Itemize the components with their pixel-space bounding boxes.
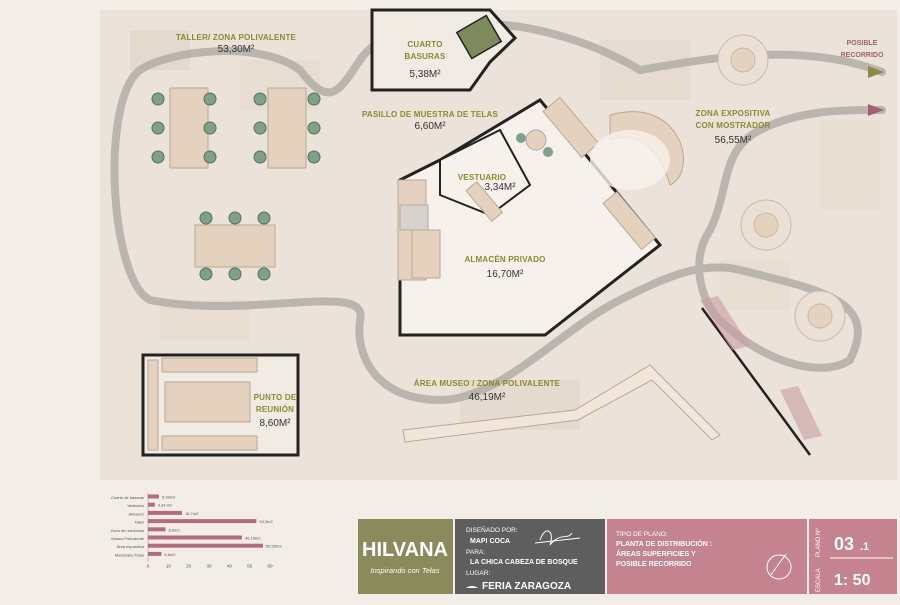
fabric-display-2 bbox=[780, 386, 822, 440]
room-area-almacen: 16,70M² bbox=[487, 269, 524, 280]
chart-tick-label: 40 bbox=[227, 564, 233, 569]
stool-seat-2 bbox=[543, 147, 553, 157]
plan-type-label: TIPO DE PLANO: bbox=[616, 531, 668, 538]
room-area-vestuario: 3,34M² bbox=[484, 182, 516, 193]
chart-bar bbox=[148, 551, 162, 556]
plan-type-line-3: POSIBLE RECORRIDO bbox=[616, 561, 692, 568]
title-block: HILVANA Inspirando con Telas DISEÑADO PO… bbox=[358, 519, 897, 594]
route-arrow-pink bbox=[868, 104, 884, 116]
chart-category-label: Taller bbox=[134, 520, 144, 525]
chart-data-label: 3,34 m2 bbox=[158, 503, 173, 508]
designed-by-label: DISEÑADO POR: bbox=[466, 525, 518, 534]
chart-data-label: 53,3m2 bbox=[259, 519, 273, 524]
storage-fixtures bbox=[397, 96, 657, 281]
room-label-taller: TALLER/ ZONA POLIVALENTE bbox=[176, 33, 297, 42]
museum-wall bbox=[402, 364, 721, 443]
for-label: PARA: bbox=[466, 549, 485, 556]
place-value: FERIA ZARAGOZA bbox=[482, 581, 571, 592]
chart-data-label: 46,19m2 bbox=[245, 536, 261, 541]
waste-bin bbox=[455, 14, 503, 60]
fabric-wall bbox=[700, 307, 812, 456]
chart-bar bbox=[148, 502, 155, 507]
plan-number-small: .1 bbox=[860, 541, 869, 553]
room-label-expositiva-1: ZONA EXPOSITIVA bbox=[695, 109, 770, 118]
for-value: LA CHICA CABEZA DE BOSQUE bbox=[470, 559, 578, 566]
room-label-basuras-2: BASURAS bbox=[405, 52, 446, 61]
room-area-museo: 46,19M² bbox=[469, 392, 506, 403]
plan-number-panel bbox=[809, 519, 897, 594]
north-arrow-pointer bbox=[769, 553, 787, 577]
chart-category-label: Muestrario Telas bbox=[115, 552, 144, 557]
room-label-vestuario: VESTUARIO bbox=[458, 173, 506, 182]
chart-data-label: 6,6m2 bbox=[164, 552, 176, 557]
chart-tick-label: 10 bbox=[166, 564, 172, 569]
chart-bar bbox=[148, 519, 257, 524]
plan-number-big: 03 bbox=[834, 534, 854, 554]
chart-category-label: Vestuario bbox=[127, 503, 144, 508]
scale-value: 1: 50 bbox=[834, 572, 871, 589]
room-area-expositiva: 56,55M² bbox=[715, 135, 752, 146]
room-label-basuras-1: CUARTO bbox=[407, 40, 442, 49]
logo-panel bbox=[358, 519, 453, 594]
chart-data-label: 8,6m2 bbox=[168, 527, 180, 532]
scale-label: ESCALA bbox=[816, 568, 822, 592]
workshop-chairs bbox=[151, 92, 321, 281]
designed-by-value: MAPI COCA bbox=[470, 538, 510, 545]
room-area-taller: 53,30M² bbox=[218, 44, 255, 55]
room-label-almacen: ALMACÉN PRIVADO bbox=[464, 255, 545, 264]
room-label-expositiva-2: CON MOSTRADOR bbox=[695, 121, 770, 130]
chart-bar bbox=[148, 494, 159, 499]
chart-bar bbox=[148, 535, 242, 540]
place-label: LUGAR: bbox=[466, 570, 490, 577]
chart-tick-label: 50 bbox=[247, 564, 253, 569]
changing-room bbox=[439, 128, 532, 217]
plan-type-line-1: PLANTA DE DISTRIBUCIÓN : bbox=[616, 539, 712, 548]
plan-type-line-2: ÁREAS SUPERFICIES Y bbox=[616, 549, 696, 558]
logo-text: HILVANA bbox=[362, 539, 448, 561]
meeting-furniture bbox=[147, 357, 258, 451]
author-panel bbox=[455, 519, 605, 594]
floor-texture bbox=[130, 30, 880, 430]
chart-category-label: Cuarto de basuras bbox=[111, 495, 144, 500]
room-labels: TALLER/ ZONA POLIVALENTE 53,30M² CUARTO … bbox=[176, 33, 884, 429]
counter-area bbox=[590, 130, 670, 190]
stool bbox=[525, 129, 547, 151]
room-area-basuras: 5,38M² bbox=[409, 69, 441, 80]
north-arrow-icon bbox=[766, 554, 792, 580]
chart-category-label: Museo Polivalente bbox=[111, 536, 144, 541]
display-pedestals bbox=[717, 34, 846, 342]
chart-bar bbox=[148, 543, 263, 548]
logo-tagline: Inspirando con Telas bbox=[371, 566, 440, 575]
signature bbox=[534, 530, 581, 546]
chart-bar bbox=[148, 527, 166, 532]
chart-category-label: Zona de reuniones bbox=[111, 528, 144, 533]
room-label-museo: ÁREA MUSEO / ZONA POLIVALENTE bbox=[414, 379, 561, 388]
chart-data-label: 16,7m2 bbox=[185, 511, 199, 516]
chart-category-label: Almacén bbox=[128, 511, 144, 516]
chart-bar bbox=[148, 510, 182, 515]
route-arrow-green bbox=[868, 66, 884, 78]
room-area-reunion: 8,60M² bbox=[259, 418, 291, 429]
chart-data-label: 56,55m2 bbox=[266, 544, 282, 549]
plan-no-label: PLANO Nº bbox=[815, 528, 822, 557]
route-label-2: RECORRIDO bbox=[841, 52, 884, 59]
chart-tick-label: 20 bbox=[186, 564, 192, 569]
fabric-display bbox=[700, 296, 750, 350]
place-icon bbox=[466, 585, 478, 588]
room-area-pasillo: 6,60M² bbox=[414, 121, 446, 132]
room-label-reunion-1: PUNTO DE bbox=[254, 393, 297, 402]
stool-seat bbox=[516, 133, 526, 143]
chart-category-label: Área expositiva bbox=[117, 544, 145, 549]
workshop-tables bbox=[169, 87, 307, 268]
chart-data-label: 5,38m2 bbox=[162, 495, 176, 500]
room-label-pasillo: PASILLO DE MUESTRA DE TELAS bbox=[362, 110, 499, 119]
chart-tick-label: 60 bbox=[267, 564, 273, 569]
room-label-reunion-2: REUNIÓN bbox=[256, 405, 294, 414]
chart-tick-label: 0 bbox=[147, 564, 150, 569]
chart-tick-label: 30 bbox=[206, 564, 212, 569]
route-label-1: POSIBLE bbox=[847, 40, 878, 47]
